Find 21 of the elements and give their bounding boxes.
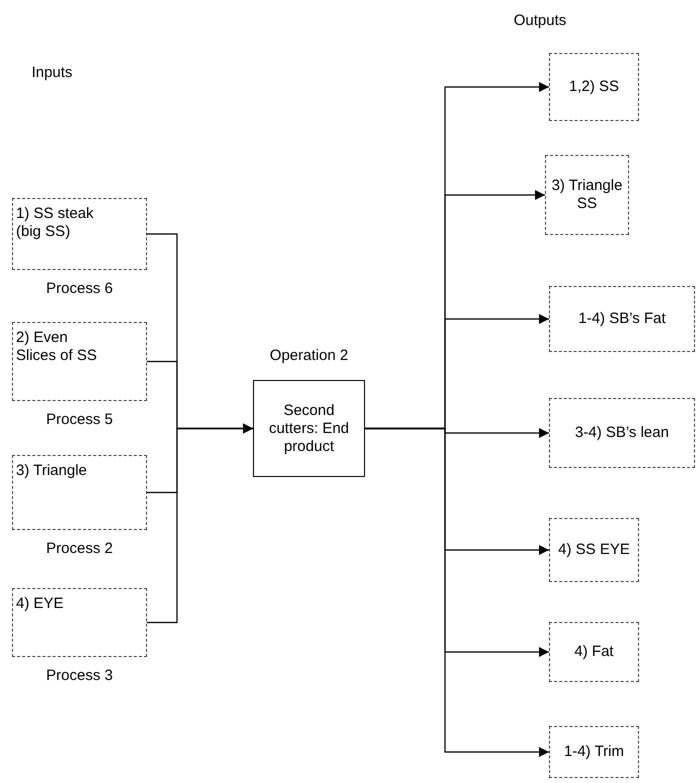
column-heading: Outputs bbox=[512, 12, 568, 29]
output-box: 1-4) Trim bbox=[549, 726, 639, 778]
input-box: 3) Triangle bbox=[12, 455, 147, 530]
process-label: Process 2 bbox=[45, 540, 114, 557]
input-box: 1) SS steak (big SS) bbox=[12, 198, 147, 270]
operation-heading: Operation 2 bbox=[268, 347, 350, 366]
input-box: 2) Even Slices of SS bbox=[12, 322, 147, 401]
process-label: Process 5 bbox=[45, 411, 114, 428]
output-box: 3-4) SB’s lean bbox=[549, 398, 695, 468]
connector-arrow bbox=[365, 428, 549, 757]
process-label: Process 3 bbox=[45, 667, 114, 684]
output-box: 1,2) SS bbox=[549, 53, 639, 121]
process-label: Process 6 bbox=[45, 280, 114, 297]
output-box: 4) SS EYE bbox=[549, 518, 639, 582]
input-box: 4) EYE bbox=[12, 588, 147, 657]
output-box: 4) Fat bbox=[549, 622, 639, 682]
connector-arrow bbox=[147, 424, 253, 624]
output-box: 1-4) SB’s Fat bbox=[549, 286, 695, 352]
process-box: Second cutters: End product bbox=[253, 380, 365, 477]
output-box: 3) Triangle SS bbox=[545, 155, 629, 235]
column-heading: Inputs bbox=[30, 64, 74, 81]
